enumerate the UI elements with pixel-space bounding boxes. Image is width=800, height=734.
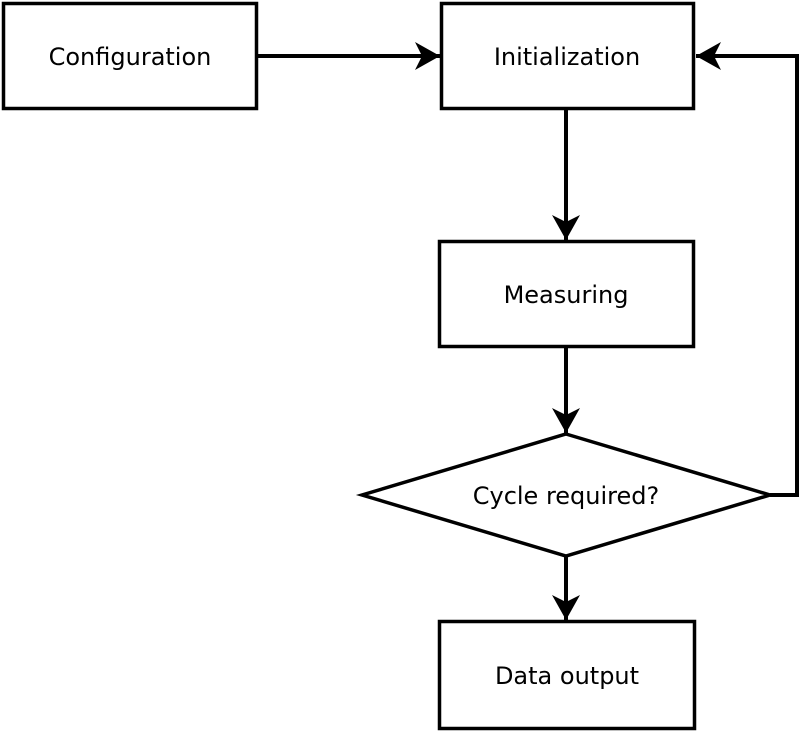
node-initialization	[439, 1, 696, 111]
node-measuring-label: Measuring	[504, 281, 629, 309]
node-initialization-label: Initialization	[494, 43, 640, 71]
node-cycle-required	[355, 432, 777, 558]
node-configuration-label: Configuration	[49, 43, 212, 71]
node-data-output	[437, 619, 697, 731]
edge-cycle-required-to-initialization-loop	[696, 42, 799, 497]
node-configuration	[1, 1, 259, 111]
node-data-output-label: Data output	[495, 662, 639, 690]
node-cycle-required-label: Cycle required?	[473, 482, 660, 510]
node-measuring	[437, 239, 696, 349]
